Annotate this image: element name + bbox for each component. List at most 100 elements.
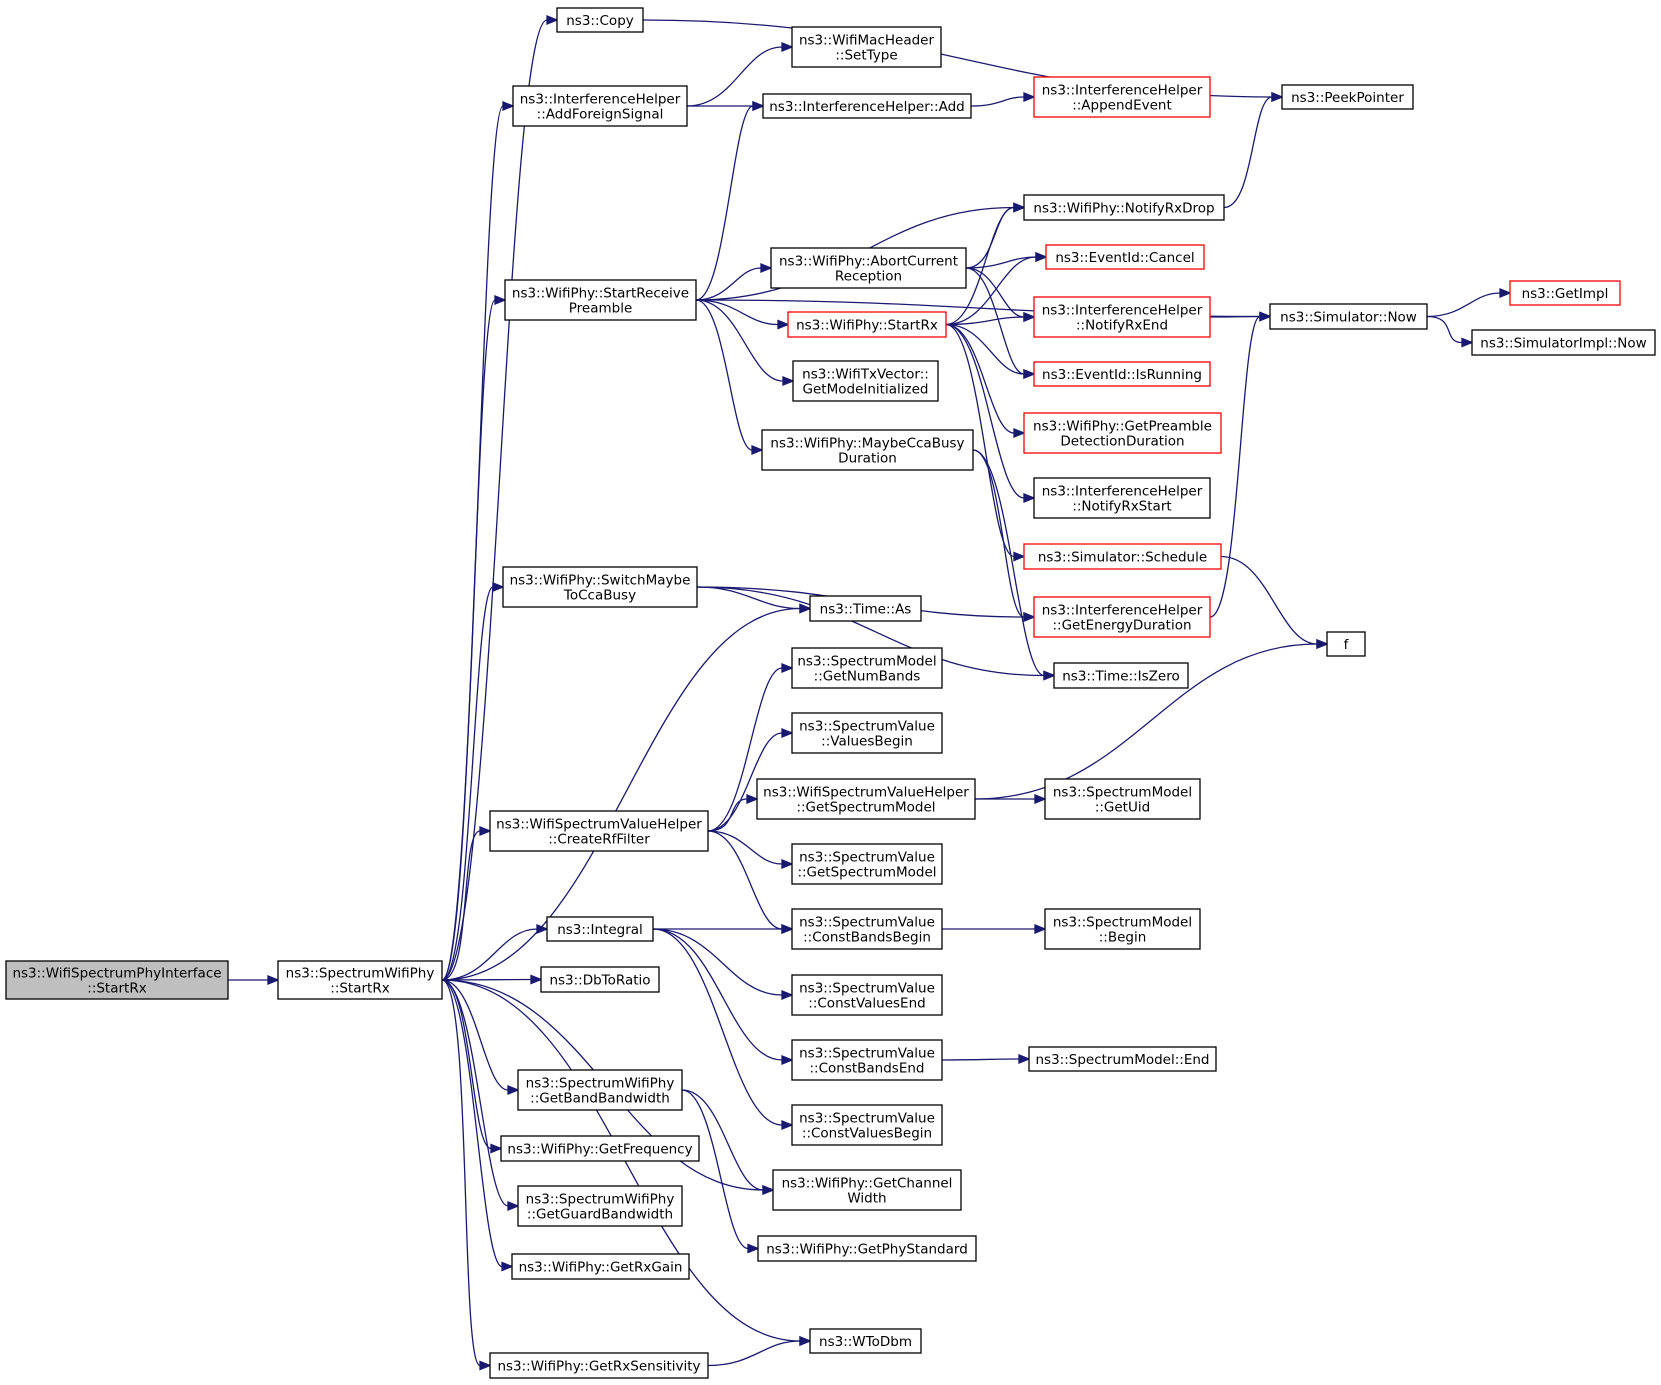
node-wtodbm[interactable]: ns3::WToDbm xyxy=(809,1328,922,1354)
node-label-line: ::ConstBandsEnd xyxy=(809,1061,924,1077)
call-edge-sv_constbandsend-to-sm_end xyxy=(941,1054,1031,1064)
node-peekpointer[interactable]: ns3::PeekPointer xyxy=(1281,84,1414,110)
edge-line xyxy=(1209,315,1261,318)
edge-line xyxy=(965,267,1025,375)
node-box xyxy=(1269,303,1428,330)
edge-arrowhead xyxy=(1259,311,1272,322)
node-swp_getbandbw[interactable]: ns3::SpectrumWifiPhy::GetBandBandwidth xyxy=(517,1069,683,1111)
edge-arrowhead xyxy=(762,1185,775,1195)
node-simimpl_now[interactable]: ns3::SimulatorImpl::Now xyxy=(1471,329,1656,356)
node-sim_schedule[interactable]: ns3::Simulator::Schedule xyxy=(1023,543,1222,570)
node-box xyxy=(770,247,967,289)
node-label-line: ::AppendEvent xyxy=(1072,98,1172,114)
node-sm_getuid[interactable]: ns3::SpectrumModel::GetUid xyxy=(1044,778,1201,820)
node-box xyxy=(791,1104,943,1146)
node-getimpl[interactable]: ns3::GetImpl xyxy=(1509,280,1621,306)
call-edge-wifiphy_startrx-to-eventid_cancel xyxy=(945,252,1048,326)
node-box xyxy=(791,647,943,689)
edge-line xyxy=(945,323,1025,499)
node-mac_settype[interactable]: ns3::WifiMacHeader::SetType xyxy=(791,26,942,68)
edge-line xyxy=(441,830,481,981)
node-box xyxy=(1023,543,1222,570)
node-time_iszero[interactable]: ns3::Time::IsZero xyxy=(1053,662,1189,689)
node-wsvh_getsm[interactable]: ns3::WifiSpectrumValueHelper::GetSpectru… xyxy=(756,778,976,820)
node-label-line: ::GetEnergyDuration xyxy=(1052,618,1191,634)
edge-arrowhead xyxy=(1271,92,1284,102)
edge-arrowhead xyxy=(781,924,794,934)
node-label-line: ns3::WifiSpectrumValueHelper xyxy=(763,785,969,801)
node-ih_addforeign[interactable]: ns3::InterferenceHelper::AddForeignSigna… xyxy=(512,85,688,127)
node-label-line: ::GetGuardBandwidth xyxy=(527,1207,673,1223)
node-sv_constvaluesbegin[interactable]: ns3::SpectrumValue::ConstValuesBegin xyxy=(791,1104,943,1146)
node-f[interactable]: f xyxy=(1326,631,1366,657)
node-sv_constvaluesend[interactable]: ns3::SpectrumValue::ConstValuesEnd xyxy=(791,974,943,1016)
edge-arrowhead xyxy=(536,924,549,934)
edge-arrowhead xyxy=(1461,337,1474,348)
node-root[interactable]: ns3::WifiSpectrumPhyInterface::StartRx xyxy=(5,960,229,1000)
node-sm_begin[interactable]: ns3::SpectrumModel::Begin xyxy=(1044,908,1201,950)
node-ih_getenergy[interactable]: ns3::InterferenceHelper::GetEnergyDurati… xyxy=(1033,596,1211,638)
node-wifiphy_startrx[interactable]: ns3::WifiPhy::StartRx xyxy=(787,311,947,338)
node-txvector_getmode[interactable]: ns3::WifiTxVector::GetModeInitialized xyxy=(792,360,939,402)
edge-line xyxy=(441,979,509,1091)
node-notifyrxdrop[interactable]: ns3::WifiPhy::NotifyRxDrop xyxy=(1023,194,1225,221)
node-time_as[interactable]: ns3::Time::As xyxy=(809,595,922,622)
edge-line xyxy=(1426,292,1501,318)
node-sm_getnumbands[interactable]: ns3::SpectrumModel::GetNumBands xyxy=(791,647,943,689)
call-edge-wifiphy_startrx-to-ih_notifyrxstart xyxy=(945,323,1036,503)
node-ih_notifyrxend[interactable]: ns3::InterferenceHelper::NotifyRxEnd xyxy=(1033,296,1211,338)
node-box xyxy=(517,1069,683,1111)
node-ih_notifyrxstart[interactable]: ns3::InterferenceHelper::NotifyRxStart xyxy=(1033,477,1211,519)
node-wsvh_createrf[interactable]: ns3::WifiSpectrumValueHelper::CreateRfFi… xyxy=(489,810,709,852)
node-sv_valuesbegin[interactable]: ns3::SpectrumValue::ValuesBegin xyxy=(791,712,943,754)
edge-line xyxy=(652,928,783,1061)
node-ih_appendevent[interactable]: ns3::InterferenceHelper::AppendEvent xyxy=(1033,76,1211,118)
node-getpreambledetect[interactable]: ns3::WifiPhy::GetPreambleDetectionDurati… xyxy=(1023,412,1222,454)
node-sv_getsm[interactable]: ns3::SpectrumValue::GetSpectrumModel xyxy=(791,843,943,885)
node-eventid_isrunning[interactable]: ns3::EventId::IsRunning xyxy=(1033,361,1211,387)
node-sim_now[interactable]: ns3::Simulator::Now xyxy=(1269,303,1428,330)
edge-arrowhead xyxy=(782,376,795,386)
node-label-line: ::SetType xyxy=(835,48,897,64)
node-sv_constbandsend[interactable]: ns3::SpectrumValue::ConstBandsEnd xyxy=(791,1039,943,1081)
node-label-line: ns3::Simulator::Schedule xyxy=(1038,550,1207,566)
call-edge-swp_startrx-to-switchmaybe xyxy=(441,582,505,981)
node-ih_add[interactable]: ns3::InterferenceHelper::Add xyxy=(762,93,972,119)
node-copy[interactable]: ns3::Copy xyxy=(556,7,644,33)
node-box xyxy=(1023,412,1222,454)
edge-line xyxy=(707,667,783,832)
node-getfrequency[interactable]: ns3::WifiPhy::GetFrequency xyxy=(500,1135,700,1162)
node-box xyxy=(791,974,943,1016)
edge-line xyxy=(441,299,496,981)
node-box xyxy=(504,279,697,321)
node-dbtoratio[interactable]: ns3::DbToRatio xyxy=(540,966,660,993)
node-getrxsensitivity[interactable]: ns3::WifiPhy::GetRxSensitivity xyxy=(489,1352,709,1379)
edge-arrowhead xyxy=(781,728,794,738)
node-sv_constbandsbegin[interactable]: ns3::SpectrumValue::ConstBandsBegin xyxy=(791,908,943,950)
edge-line xyxy=(441,979,503,1268)
edge-arrowhead xyxy=(1023,493,1036,503)
call-edge-swp_startrx-to-startreceivepreamble xyxy=(441,295,507,981)
node-label-line: ::GetNumBands xyxy=(814,669,921,685)
node-eventid_cancel[interactable]: ns3::EventId::Cancel xyxy=(1045,244,1205,270)
node-swp_getguardbw[interactable]: ns3::SpectrumWifiPhy::GetGuardBandwidth xyxy=(517,1185,683,1227)
node-box xyxy=(5,960,229,1000)
node-swp_startrx[interactable]: ns3::SpectrumWifiPhy::StartRx xyxy=(277,960,443,1000)
edge-line xyxy=(696,586,801,610)
edge-line xyxy=(695,267,762,301)
call-edge-sim_now-to-getimpl xyxy=(1426,288,1512,318)
call-edge-wsvh_createrf-to-sv_valuesbegin xyxy=(707,728,794,832)
node-box xyxy=(517,1185,683,1227)
node-integral[interactable]: ns3::Integral xyxy=(546,916,654,942)
node-getphystandard[interactable]: ns3::WifiPhy::GetPhyStandard xyxy=(757,1235,977,1262)
edge-line xyxy=(681,1089,749,1250)
node-sm_end[interactable]: ns3::SpectrumModel::End xyxy=(1028,1046,1217,1072)
node-getrxgain[interactable]: ns3::WifiPhy::GetRxGain xyxy=(511,1253,690,1280)
edge-line xyxy=(441,607,801,981)
edge-arrowhead xyxy=(781,1055,794,1065)
